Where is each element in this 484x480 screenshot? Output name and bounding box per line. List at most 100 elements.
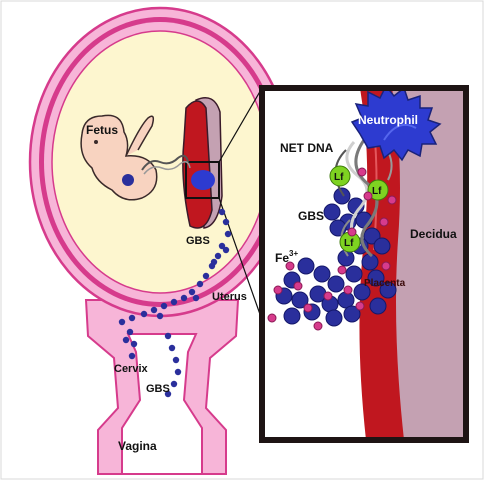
gbs-bacterium [297, 257, 315, 275]
iron-label-charge: 3+ [289, 249, 298, 258]
net-dna-label: NET DNA [280, 141, 334, 155]
gbs-bacterium [373, 237, 391, 255]
fetus-gbs-colony [122, 174, 134, 186]
iron-ion [357, 167, 367, 177]
iron-ion [267, 313, 277, 323]
iron-ion [337, 265, 347, 275]
gbs-bacterium [126, 328, 134, 336]
gbs-bacterium [353, 283, 371, 301]
placenta-label: Placenta [364, 278, 406, 289]
placenta-tissue [359, 88, 404, 440]
iron-ion [303, 303, 313, 313]
decidua-label: Decidua [410, 227, 457, 241]
gbs-bacterium [214, 252, 222, 260]
neutrophil-label: Neutrophil [358, 113, 418, 127]
gbs-bacterium [283, 307, 301, 325]
gbs-bacterium [202, 272, 210, 280]
gbs-bacterium [196, 280, 204, 288]
gbs-bacterium [118, 318, 126, 326]
iron-ion [285, 261, 295, 271]
fetus-label: Fetus [86, 123, 118, 137]
gbs-bacterium [188, 288, 196, 296]
gbs-bacterium [164, 332, 172, 340]
gbs-bacterium [180, 294, 188, 302]
iron-ion [313, 321, 323, 331]
gbs-bacterium [291, 291, 309, 309]
gbs-placenta-label: GBS [186, 235, 210, 247]
gbs-bacterium [222, 246, 230, 254]
iron-ion [363, 191, 373, 201]
gbs-bacterium [224, 230, 232, 238]
gbs-bacterium [361, 253, 379, 271]
placenta [182, 100, 213, 229]
gbs-bacterium [128, 352, 136, 360]
iron-ion [381, 261, 391, 271]
gbs-bacterium [156, 312, 164, 320]
iron-label: Fe3+ [275, 249, 298, 265]
uterus-label: Uterus [212, 291, 247, 303]
gbs-bacterium [160, 302, 168, 310]
gbs-bacterium [327, 275, 345, 293]
umbilical-cord [141, 154, 189, 171]
iron-ion [387, 195, 397, 205]
iron-ion [323, 291, 333, 301]
lactoferrin-label: Lf [344, 238, 354, 249]
gbs-bacterium [345, 265, 363, 283]
gbs-bacterium [369, 297, 387, 315]
decidua-tissue [390, 88, 466, 440]
gbs-bacterium [218, 242, 226, 250]
gbs-bacterium [313, 265, 331, 283]
vaginal-lumen [121, 333, 203, 475]
lactoferrin-label: Lf [334, 172, 344, 183]
lactoferrin-molecule [367, 179, 389, 201]
neutrophil-small [191, 170, 215, 190]
iron-ion [379, 217, 389, 227]
lactoferrin-label: Lf [372, 186, 382, 197]
gbs-bacterium [164, 390, 172, 398]
gbs-bacterium [128, 314, 136, 322]
iron-ion [355, 301, 365, 311]
gbs-bacterium [172, 356, 180, 364]
gbs-bacterium [323, 203, 341, 221]
gbs-bacterium [170, 298, 178, 306]
gbs-bacterium [222, 218, 230, 226]
iron-ion [293, 281, 303, 291]
gbs-bacterium [343, 305, 361, 323]
iron-ion [343, 285, 353, 295]
gbs-bacterium [168, 344, 176, 352]
gbs-bacterium [170, 380, 178, 388]
gbs-cervix-label: GBS [146, 383, 170, 395]
iron-ion [347, 227, 357, 237]
inset-border [259, 85, 469, 443]
gbs-bacterium [140, 310, 148, 318]
gbs-bacterium [333, 187, 351, 205]
gbs-bacterium [367, 269, 385, 287]
vagina-label: Vagina [118, 439, 157, 453]
gbs-bacterium [130, 340, 138, 348]
iron-label-base: Fe [275, 251, 289, 265]
gbs-bacterium [325, 309, 343, 327]
gbs-bacterium [122, 336, 130, 344]
gbs-bacterium [174, 368, 182, 376]
umbilical-cord-2 [143, 161, 191, 175]
placenta-zoom-box [185, 161, 220, 199]
fetus [80, 114, 158, 201]
zoom-line-top [218, 87, 263, 163]
cervix-label: Cervix [114, 363, 149, 375]
gbs-bacterium [210, 258, 218, 266]
iron-ions [267, 167, 397, 331]
gbs-bacterium [192, 294, 200, 302]
gbs-bacterium [150, 306, 158, 314]
lactoferrin-molecule [329, 165, 351, 187]
gbs-bacterium [379, 281, 397, 299]
iron-ion [273, 285, 283, 295]
gbs-wall-colonization [118, 208, 232, 398]
neutrophil [350, 88, 442, 162]
gbs-inset-label: GBS [298, 209, 324, 223]
gbs-bacterium [218, 208, 226, 216]
zoom-line-bottom [218, 197, 263, 321]
